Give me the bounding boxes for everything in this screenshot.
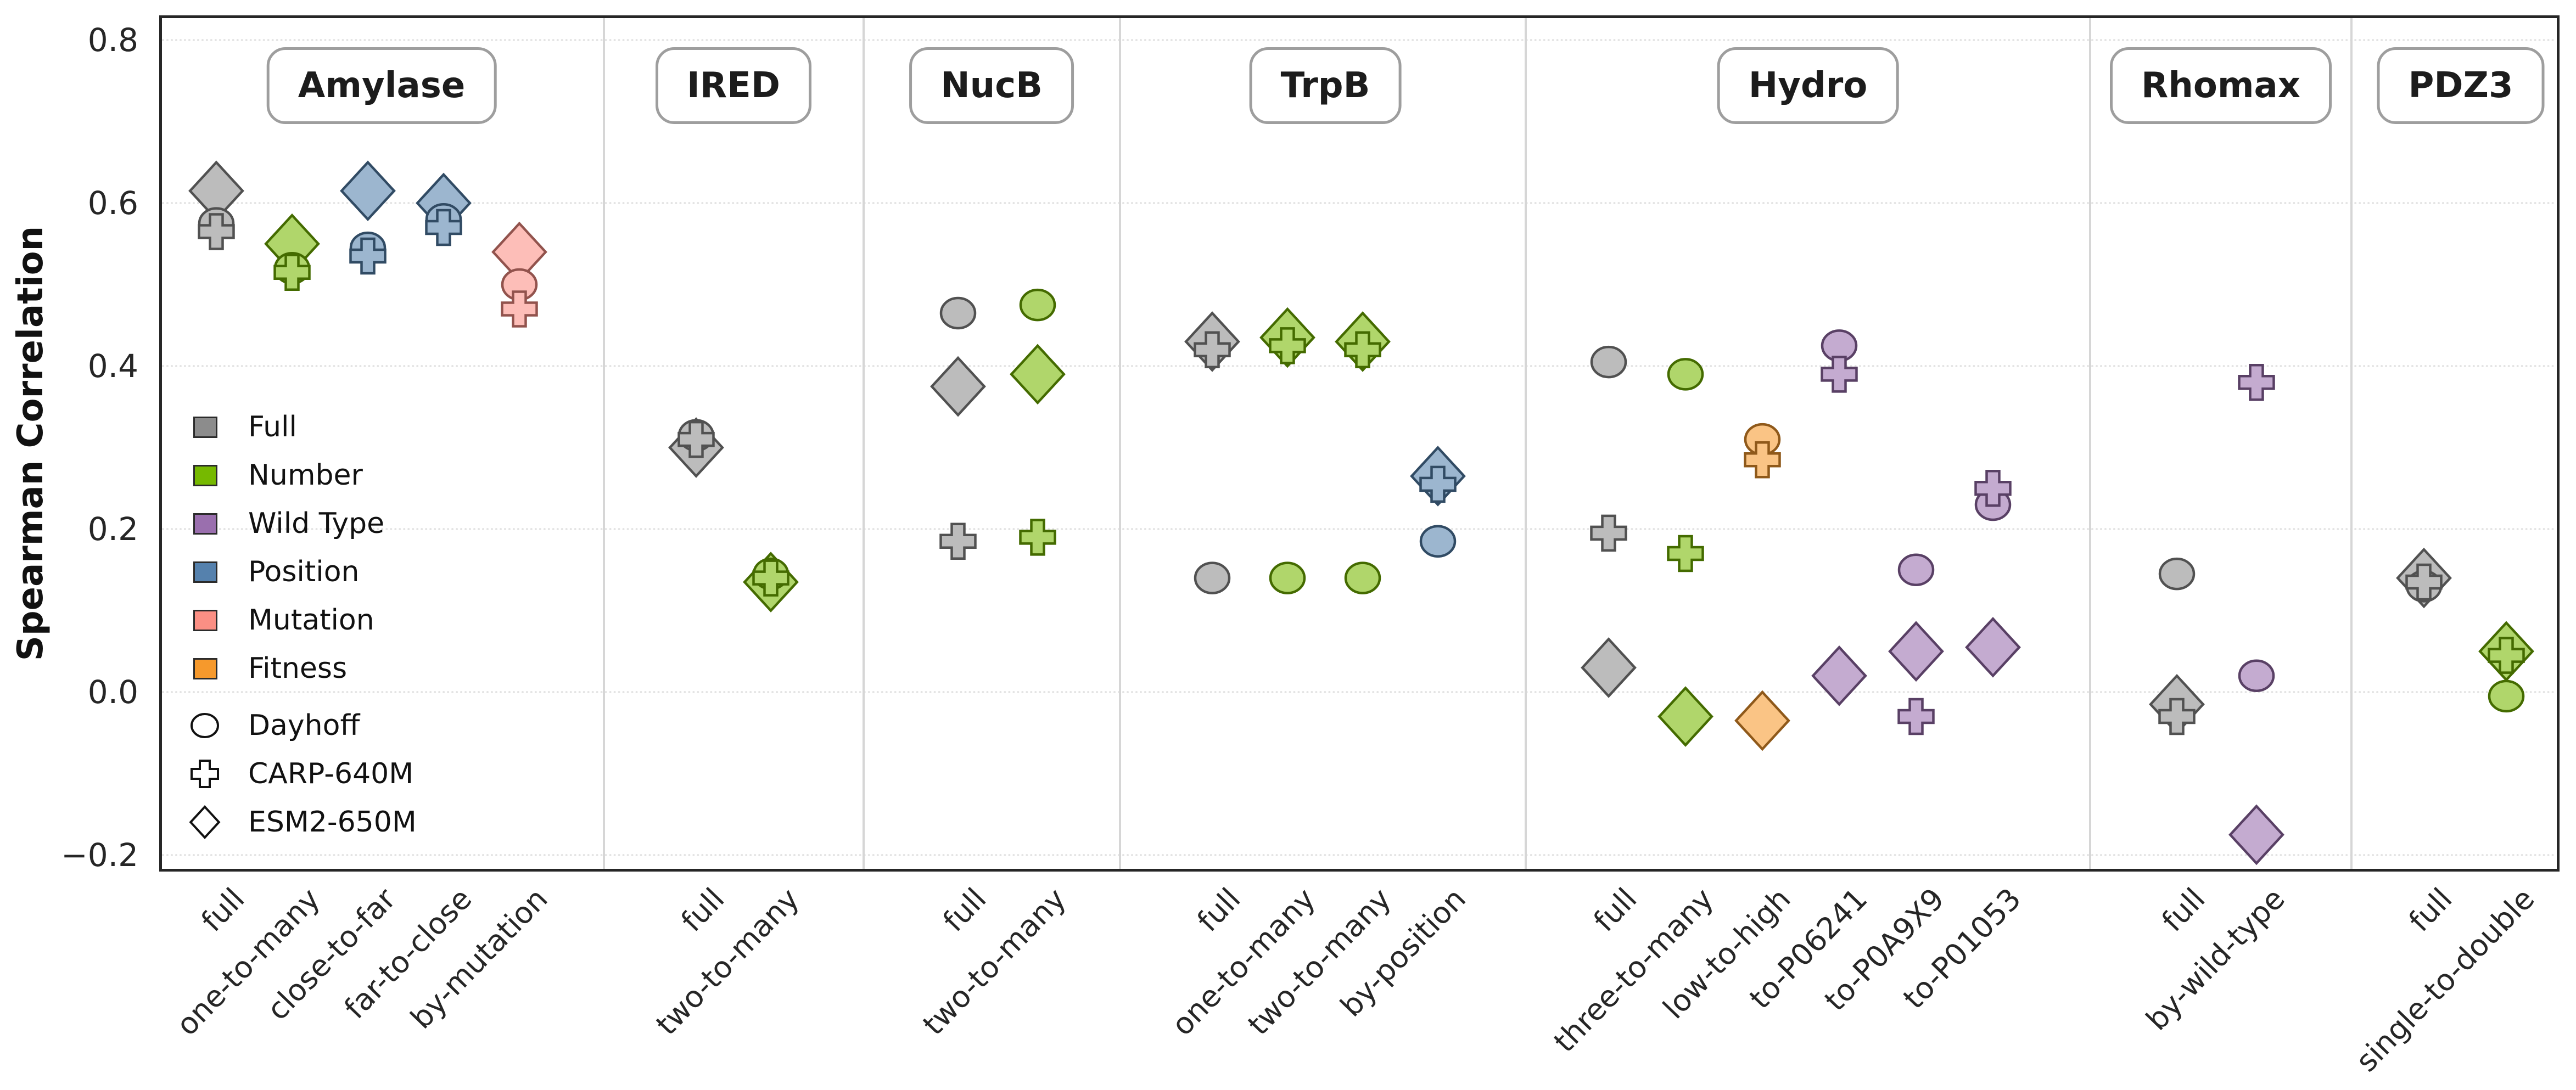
y-tick-0.2: 0.2 bbox=[87, 510, 138, 548]
panel-title-rhomax: Rhomax bbox=[2110, 47, 2332, 124]
x-tick-pdz3-full: full bbox=[2402, 881, 2459, 939]
legend-label-mutation: Mutation bbox=[248, 604, 374, 637]
gridline-0.0 bbox=[162, 691, 2557, 693]
y-tick-−0.2: −0.2 bbox=[61, 836, 138, 874]
x-tick-amylase-full: full bbox=[194, 881, 251, 939]
x-tick-nucb-full: full bbox=[936, 881, 993, 939]
panel-title-ired: IRED bbox=[656, 47, 811, 124]
legend-label-wild-type: Wild Type bbox=[248, 507, 385, 540]
panel-divider-1 bbox=[603, 18, 605, 869]
panel-title-amylase: Amylase bbox=[266, 47, 497, 124]
y-tick-0.6: 0.6 bbox=[87, 184, 138, 222]
plot-area bbox=[159, 15, 2560, 872]
legend-swatch-mutation bbox=[193, 610, 217, 631]
x-tick-rhomax-by-wild-type: by-wild-type bbox=[2139, 881, 2292, 1037]
legend-label-fitness: Fitness bbox=[248, 652, 348, 685]
panel-divider-6 bbox=[2350, 18, 2353, 869]
y-axis-label: Spearman Correlation bbox=[10, 226, 51, 661]
x-tick-rhomax-full: full bbox=[2155, 881, 2212, 939]
gridline-−0.2 bbox=[162, 854, 2557, 856]
panel-divider-3 bbox=[1119, 18, 1121, 869]
legend-marker-circle-icon bbox=[187, 707, 223, 744]
legend-label-dayhoff: Dayhoff bbox=[248, 709, 360, 742]
legend-label-number: Number bbox=[248, 459, 363, 492]
panel-title-nucb: NucB bbox=[909, 47, 1074, 124]
panel-divider-4 bbox=[1525, 18, 1527, 869]
gridline-0.4 bbox=[162, 365, 2557, 367]
legend-label-esm2-650m: ESM2-650M bbox=[248, 806, 417, 839]
y-tick-0.4: 0.4 bbox=[87, 347, 138, 385]
legend-label-full: Full bbox=[248, 411, 297, 443]
panel-title-trpb: TrpB bbox=[1249, 47, 1402, 124]
panel-divider-2 bbox=[863, 18, 865, 869]
panel-title-hydro: Hydro bbox=[1717, 47, 1899, 124]
gridline-0.6 bbox=[162, 202, 2557, 204]
panel-title-pdz3: PDZ3 bbox=[2377, 47, 2545, 124]
x-tick-nucb-two-to-many: two-to-many bbox=[916, 881, 1073, 1042]
legend-marker-diamond-icon bbox=[187, 804, 223, 840]
legend-marker-plus-icon bbox=[187, 756, 223, 792]
y-tick-0.8: 0.8 bbox=[87, 21, 138, 59]
x-tick-trpb-full: full bbox=[1190, 881, 1247, 939]
y-tick-0.0: 0.0 bbox=[87, 673, 138, 711]
legend-swatch-fitness bbox=[193, 658, 217, 679]
legend-swatch-full bbox=[193, 417, 217, 438]
legend-swatch-wild-type bbox=[193, 513, 217, 535]
gridline-0.8 bbox=[162, 39, 2557, 41]
x-tick-ired-full: full bbox=[674, 881, 731, 939]
legend-label-carp-640m: CARP-640M bbox=[248, 757, 414, 790]
x-tick-hydro-full: full bbox=[1587, 881, 1644, 939]
gridline-0.2 bbox=[162, 528, 2557, 530]
legend-swatch-number bbox=[193, 465, 217, 486]
legend-swatch-position bbox=[193, 561, 217, 583]
legend-label-position: Position bbox=[248, 555, 360, 588]
panel-divider-5 bbox=[2089, 18, 2091, 869]
